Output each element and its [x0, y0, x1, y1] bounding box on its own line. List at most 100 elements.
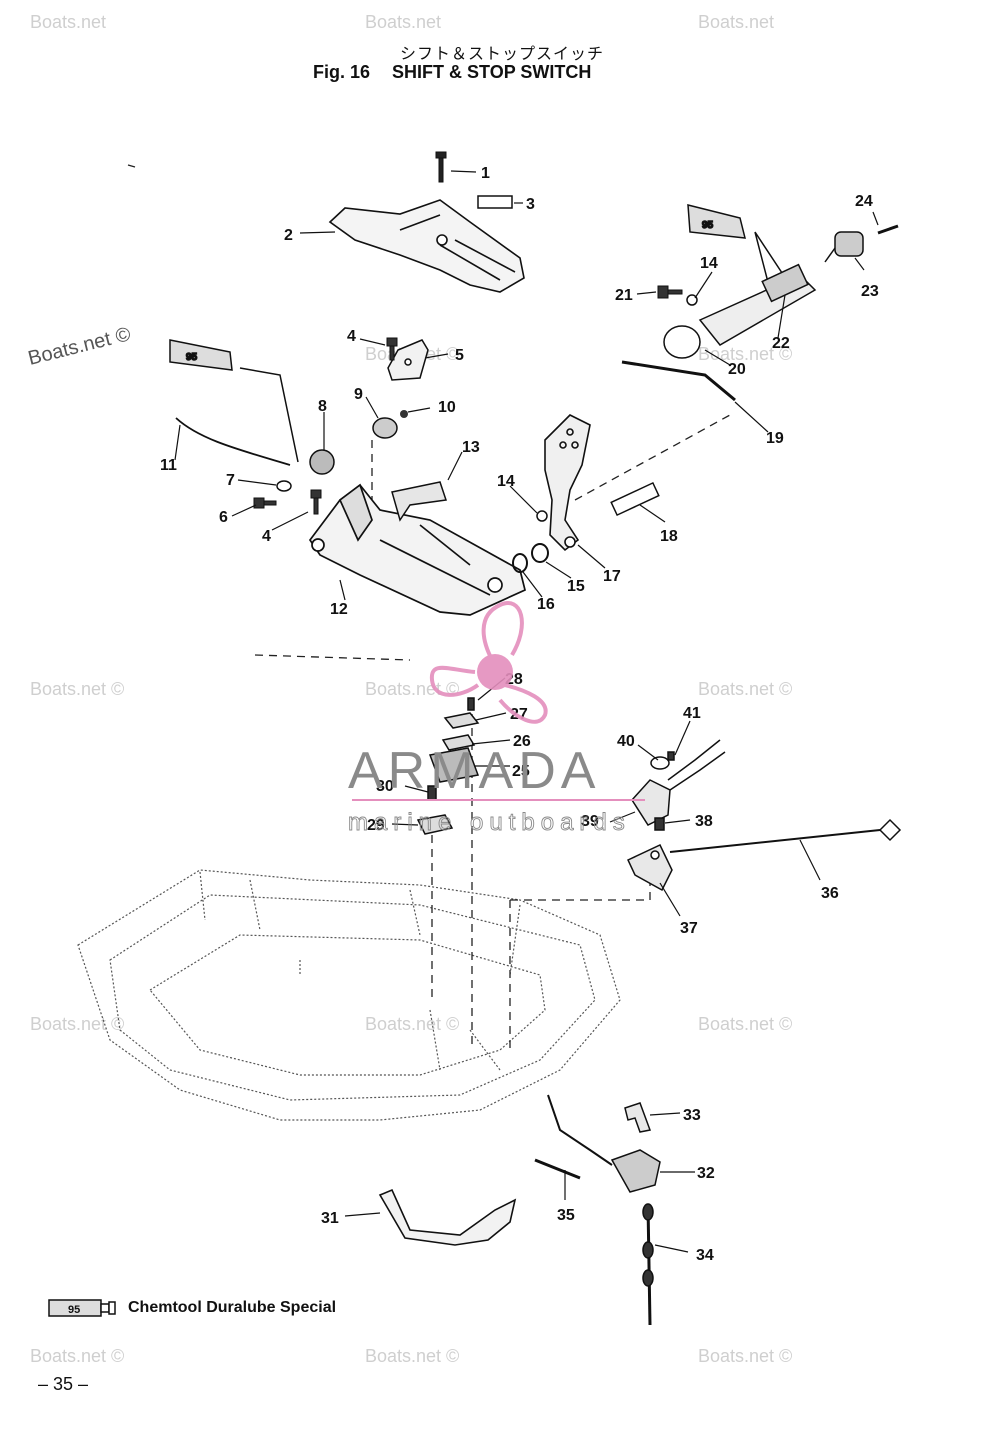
callout-5: 5: [455, 347, 464, 364]
callout-23: 23: [861, 283, 879, 300]
callout-21: 21: [615, 287, 633, 304]
bolt-part-4: [386, 337, 398, 361]
callout-14: 14: [700, 255, 718, 272]
callout-24: 24: [855, 193, 873, 210]
callout-19: 19: [766, 430, 784, 447]
callout-1: 1: [481, 165, 490, 182]
switch-part-23: [824, 231, 864, 263]
callout-18: 18: [660, 528, 678, 545]
grease-tube-left: 95: [169, 339, 299, 463]
svg-text:95: 95: [186, 352, 198, 363]
small-parts-group: [416, 697, 480, 835]
callout-20: 20: [728, 361, 746, 378]
callout-36: 36: [821, 885, 839, 902]
brand-name: ARMADA: [348, 742, 600, 800]
callout-9: 9: [354, 386, 363, 403]
cam-part-8: [309, 449, 335, 475]
watermark: Boats.net: [30, 12, 106, 32]
clip-part-14: [686, 294, 698, 306]
callout-15: 15: [567, 578, 585, 595]
callout-4: 4: [347, 328, 356, 345]
watermark: Boats.net ©: [30, 1014, 124, 1034]
shift-lever-part-17: [544, 414, 591, 552]
propeller-logo-icon: [429, 601, 548, 724]
callout-7: 7: [226, 472, 235, 489]
clip-part-14-lower: [536, 510, 548, 522]
callout-29: 29: [367, 817, 385, 834]
ring-part-16: [512, 553, 528, 573]
screw-part-24: [877, 224, 899, 235]
grease-tube-icon: 95: [48, 1299, 116, 1317]
callout-25: 25: [512, 763, 530, 780]
watermark: Boats.net ©: [365, 679, 459, 699]
figure-title-english: SHIFT & STOP SWITCH: [392, 62, 592, 82]
callout-6: 6: [219, 509, 228, 526]
bolt-part-6: [253, 497, 277, 509]
plate-part-13: [391, 481, 447, 522]
callout-38: 38: [695, 813, 713, 830]
bushing-part-9: [372, 417, 398, 439]
callout-40: 40: [617, 733, 635, 750]
wire-part-11: [175, 417, 291, 466]
legend-tube-label: 95: [68, 1304, 80, 1316]
watermark: Boats.net: [698, 12, 774, 32]
watermark: Boats.net ©: [698, 1014, 792, 1034]
callout-30: 30: [376, 778, 394, 795]
shift-cover-part-2: [328, 199, 525, 293]
callout-4b: 4: [262, 528, 271, 545]
strap-part-31: [378, 1188, 517, 1246]
watermark: Boats.net ©: [698, 679, 792, 699]
callout-14b: 14: [497, 473, 515, 490]
lubricant-legend: 95 Chemtool Duralube Special: [48, 1298, 336, 1318]
watermark: Boats.net ©: [365, 1014, 459, 1034]
callout-26: 26: [513, 733, 531, 750]
shift-shaft-assembly: [663, 263, 817, 359]
callout-13: 13: [462, 439, 480, 456]
watermark: Boats.net ©: [30, 679, 124, 699]
shift-rod-part-19: [621, 360, 736, 402]
callout-35: 35: [557, 1207, 575, 1224]
bracket-part-5: [387, 339, 429, 381]
callout-34: 34: [696, 1247, 714, 1264]
callout-11: 11: [160, 457, 177, 474]
callout-10: 10: [438, 399, 456, 416]
callout-33: 33: [683, 1107, 701, 1124]
bolt-part-1: [435, 151, 447, 183]
callout-labels: 1 2 3 4 4 5 6 7 8 9 10 11 12 13 14 14 15…: [160, 165, 879, 1264]
lower-switch-assembly: [534, 1094, 661, 1326]
washer-part-15: [531, 543, 549, 563]
washer-part-10: [400, 410, 408, 418]
washer-part-7: [276, 480, 292, 492]
figure-number: Fig. 16: [313, 62, 371, 82]
watermark-layer: Boats.net Boats.net Boats.net Boats.net …: [26, 12, 792, 1366]
grease-tube-upper: 95: [687, 204, 791, 291]
watermark-dark: Boats.net ©: [26, 323, 133, 370]
pin-part-18: [610, 481, 660, 517]
callout-31: 31: [321, 1210, 339, 1227]
stop-switch-assembly: [627, 739, 902, 892]
watermark: Boats.net ©: [30, 1346, 124, 1366]
watermark: Boats.net ©: [365, 1346, 459, 1366]
callout-2: 2: [284, 227, 293, 244]
callout-16: 16: [537, 596, 555, 613]
bolt-part-21: [657, 285, 683, 299]
figure-title-japanese: シフト＆ストップスイッチ: [400, 46, 605, 63]
page-number: – 35 –: [38, 1374, 89, 1394]
callout-17: 17: [603, 568, 621, 585]
leader-lines: [174, 170, 879, 1253]
bottom-cowl-outline: [77, 869, 621, 1121]
callout-39: 39: [581, 813, 599, 830]
watermark: Boats.net ©: [698, 1346, 792, 1366]
callout-12: 12: [330, 601, 348, 618]
callout-41: 41: [683, 705, 701, 722]
collar-part-3: [477, 195, 513, 209]
callout-32: 32: [697, 1165, 715, 1182]
callout-37: 37: [680, 920, 698, 937]
callout-22: 22: [772, 335, 790, 352]
bolt-part-4-lower: [310, 489, 322, 515]
armada-logo: ARMADA marine outboards: [348, 601, 645, 836]
callout-3: 3: [526, 196, 535, 213]
legend-text: Chemtool Duralube Special: [128, 1299, 337, 1316]
figure-title: Fig. 16 SHIFT & STOP SWITCH: [313, 62, 591, 83]
